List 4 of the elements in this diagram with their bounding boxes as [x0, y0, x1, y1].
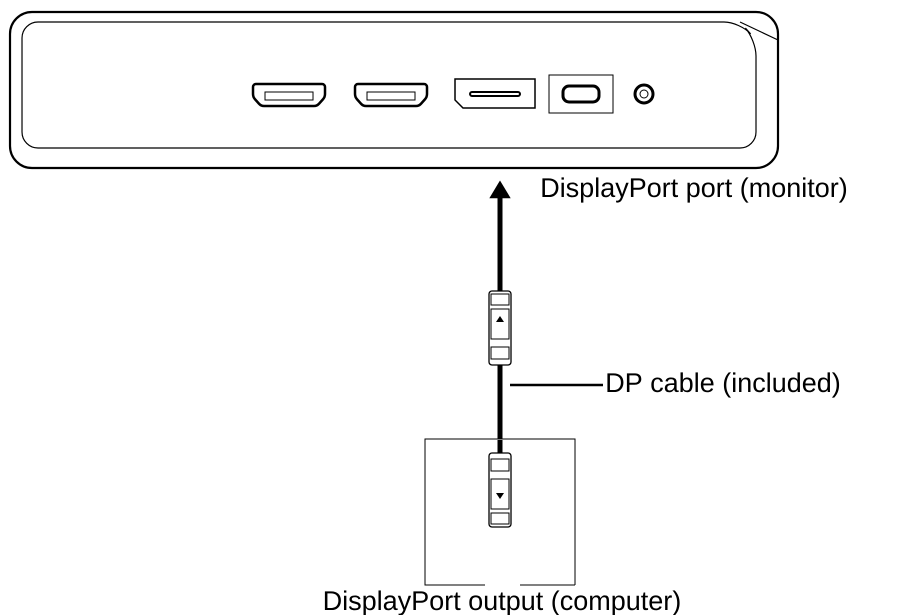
callout-text: DP cable (included): [607, 372, 840, 398]
leader-line: [510, 384, 603, 386]
monitor-drawing: [8, 10, 780, 170]
edge-label: DisplayPort port (monitor): [538, 175, 850, 205]
